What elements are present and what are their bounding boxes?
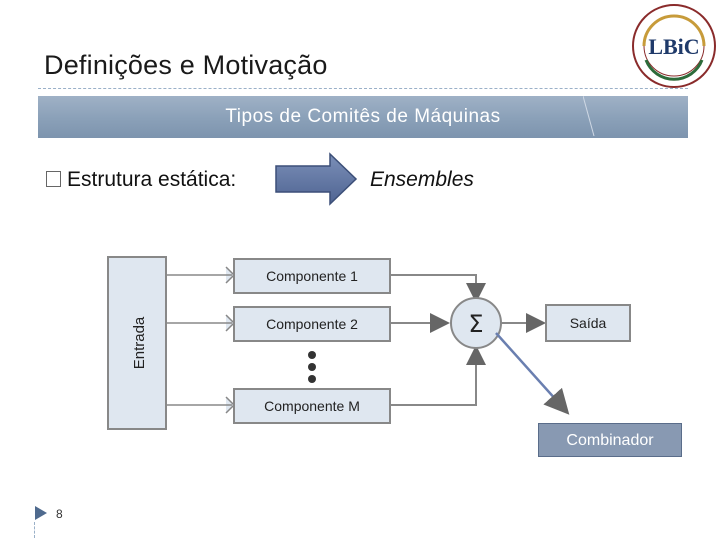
ensemble-diagram: Entrada Componente 1 Componente 2 Compon… bbox=[107, 256, 631, 430]
saida-label: Saída bbox=[570, 315, 607, 331]
title-divider bbox=[38, 88, 688, 89]
bullet-box-icon bbox=[46, 171, 61, 187]
band-decoration bbox=[583, 96, 595, 136]
ellipsis-dot bbox=[308, 375, 316, 383]
component-m-label: Componente M bbox=[264, 398, 360, 414]
section-band-title: Tipos de Comitês de Máquinas bbox=[225, 106, 501, 127]
component-1-label: Componente 1 bbox=[266, 268, 358, 284]
entrada-label: Entrada bbox=[131, 316, 148, 369]
component-1-box bbox=[233, 258, 391, 294]
slide-title: Definições e Motivação bbox=[44, 50, 328, 80]
sigma-symbol: Σ bbox=[468, 310, 483, 338]
right-arrow-icon bbox=[275, 152, 358, 206]
saida-box bbox=[545, 304, 631, 342]
ensembles-label: Ensembles bbox=[370, 168, 474, 191]
svg-text:LBiC: LBiC bbox=[648, 34, 699, 59]
page-marker-icon bbox=[35, 506, 47, 520]
lbic-logo: LBiC bbox=[632, 4, 716, 88]
combiner-pointer-arrow bbox=[495, 332, 570, 415]
ellipsis-dot bbox=[308, 351, 316, 359]
component-2-label: Componente 2 bbox=[266, 316, 358, 332]
bullet-item: Estrutura estática: bbox=[46, 168, 236, 192]
bullet-text: Estrutura estática: bbox=[67, 168, 237, 191]
combinador-box: Combinador bbox=[538, 423, 682, 457]
section-band: Tipos de Comitês de Máquinas bbox=[38, 96, 688, 138]
page-number: 8 bbox=[56, 507, 63, 521]
ellipsis-dot bbox=[308, 363, 316, 371]
entrada-box bbox=[107, 256, 167, 430]
component-m-box bbox=[233, 388, 391, 424]
footer-divider bbox=[34, 522, 35, 538]
